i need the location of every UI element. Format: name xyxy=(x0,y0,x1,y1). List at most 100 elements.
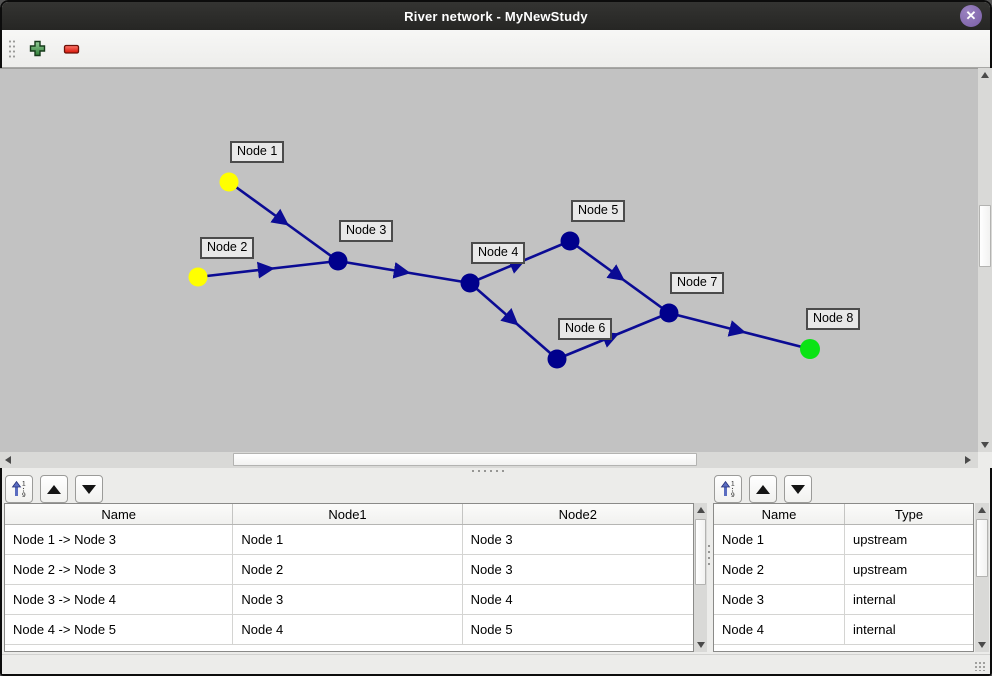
table-cell[interactable]: Node 1 -> Node 3 xyxy=(5,525,234,554)
scroll-left-icon[interactable] xyxy=(1,453,15,467)
nodes-vscroll-thumb[interactable] xyxy=(976,519,988,577)
edge-Node4-Node6[interactable] xyxy=(469,282,558,360)
node-node7[interactable] xyxy=(659,303,679,323)
table-cell[interactable]: internal xyxy=(852,622,896,637)
node-node1[interactable] xyxy=(219,172,239,192)
table-cell[interactable]: Node 3 xyxy=(714,585,845,614)
table-cell[interactable]: Node 2 -> Node 3 xyxy=(5,555,234,584)
canvas-vscrollbar[interactable] xyxy=(978,68,992,452)
column-header-node1[interactable]: Node1 xyxy=(233,504,463,524)
network-graph xyxy=(188,172,820,369)
table-cell[interactable]: Node 4 -> Node 5 xyxy=(5,615,234,644)
edge-Node7-Node8[interactable] xyxy=(668,311,811,351)
node-move-up-button[interactable] xyxy=(749,475,777,503)
edge-Node5-Node7[interactable] xyxy=(569,239,670,315)
scroll-right-icon[interactable] xyxy=(961,453,975,467)
down-triangle-icon xyxy=(82,484,96,494)
up-triangle-icon xyxy=(756,484,770,494)
table-cell[interactable]: Node 1 xyxy=(714,525,845,554)
node-move-down-button[interactable] xyxy=(784,475,812,503)
node-node8[interactable] xyxy=(800,339,820,359)
reach-move-down-button[interactable] xyxy=(75,475,103,503)
column-header-type[interactable]: Type xyxy=(894,506,924,522)
column-header-name[interactable]: Name xyxy=(714,504,845,524)
table-cell[interactable]: internal xyxy=(852,592,896,607)
node-label-node7[interactable]: Node 7 xyxy=(670,272,725,294)
node-label-node2[interactable]: Node 2 xyxy=(200,237,255,259)
down-triangle-icon xyxy=(791,484,805,494)
table-cell[interactable]: Node 4 xyxy=(233,615,463,644)
reach-move-up-button[interactable] xyxy=(40,475,68,503)
scroll-up-icon[interactable] xyxy=(978,68,992,82)
table-row[interactable]: Node 3 internal xyxy=(714,585,973,615)
title-bar[interactable]: River network - MyNewStudy ✕ xyxy=(2,2,990,30)
reach-sort-button[interactable]: 1 9 xyxy=(5,475,33,503)
table-cell[interactable]: Node 4 xyxy=(714,615,845,644)
node-label-node5[interactable]: Node 5 xyxy=(571,200,626,222)
node-node2[interactable] xyxy=(188,267,208,287)
river-network-canvas[interactable]: Node 1 Node 2 Node 3 Node 4 Node 5 Node 6 Node… xyxy=(0,68,978,452)
nodes-table-vscrollbar[interactable] xyxy=(975,503,989,652)
scroll-down-icon[interactable] xyxy=(978,438,992,452)
window-title: River network - MyNewStudy xyxy=(404,8,588,24)
edge-Node1-Node3[interactable] xyxy=(228,180,339,263)
table-cell[interactable]: Node 2 xyxy=(233,555,463,584)
column-header-node2[interactable]: Node2 xyxy=(558,506,597,522)
table-cell[interactable]: Node 3 xyxy=(470,562,513,577)
window-resize-grip[interactable] xyxy=(974,661,986,671)
svg-text:1: 1 xyxy=(22,481,26,488)
node-node4[interactable] xyxy=(460,273,480,293)
scroll-down-icon[interactable] xyxy=(694,638,707,652)
close-icon: ✕ xyxy=(965,7,977,23)
table-cell[interactable]: Node 3 -> Node 4 xyxy=(5,585,234,614)
table-cell[interactable]: Node 1 xyxy=(233,525,463,554)
remove-node-button[interactable] xyxy=(59,37,83,61)
table-cell[interactable]: Node 2 xyxy=(714,555,845,584)
canvas-vscroll-thumb[interactable] xyxy=(979,205,991,267)
node-sort-button[interactable]: 1 9 xyxy=(714,475,742,503)
node-node3[interactable] xyxy=(328,251,348,271)
table-cell[interactable]: upstream xyxy=(852,562,908,577)
edge-Node3-Node4[interactable] xyxy=(337,259,471,285)
column-header-name[interactable]: Name xyxy=(5,504,234,524)
node-node5[interactable] xyxy=(560,231,580,251)
add-node-button[interactable] xyxy=(25,37,49,61)
node-label-node3[interactable]: Node 3 xyxy=(339,220,394,242)
sort-ascending-icon: 1 9 xyxy=(720,481,735,498)
table-cell[interactable]: Node 3 xyxy=(470,532,513,547)
scrollbar-corner xyxy=(978,452,992,468)
table-row[interactable]: Node 2 upstream xyxy=(714,555,973,585)
table-row[interactable]: Node 1 upstream xyxy=(714,525,973,555)
table-cell[interactable]: Node 5 xyxy=(470,622,513,637)
up-triangle-icon xyxy=(47,484,61,494)
table-cell[interactable]: Node 4 xyxy=(470,592,513,607)
vertical-splitter-handle[interactable] xyxy=(707,543,711,569)
node-label-node6[interactable]: Node 6 xyxy=(558,318,613,340)
table-row[interactable]: Node 4 internal xyxy=(714,615,973,645)
reaches-vscroll-thumb[interactable] xyxy=(695,519,706,585)
scroll-down-icon[interactable] xyxy=(975,638,989,652)
node-label-node8[interactable]: Node 8 xyxy=(806,308,861,330)
toolbar-grip-handle[interactable] xyxy=(8,38,15,59)
edge-Node6-Node7[interactable] xyxy=(556,311,670,361)
horizontal-splitter-handle[interactable] xyxy=(470,469,506,473)
node-node6[interactable] xyxy=(547,349,567,369)
canvas-hscrollbar[interactable] xyxy=(0,452,978,468)
edge-Node2-Node3[interactable] xyxy=(197,259,339,279)
scroll-up-icon[interactable] xyxy=(975,503,989,517)
close-button[interactable]: ✕ xyxy=(960,5,982,27)
table-cell[interactable]: Node 3 xyxy=(233,585,463,614)
scroll-up-icon[interactable] xyxy=(694,503,707,517)
sort-ascending-icon: 1 9 xyxy=(11,481,26,498)
canvas-hscroll-thumb[interactable] xyxy=(233,453,697,466)
table-cell[interactable]: upstream xyxy=(852,532,908,547)
reaches-table-vscrollbar[interactable] xyxy=(694,503,707,652)
node-label-node4[interactable]: Node 4 xyxy=(471,242,526,264)
node-label-node1[interactable]: Node 1 xyxy=(230,141,285,163)
